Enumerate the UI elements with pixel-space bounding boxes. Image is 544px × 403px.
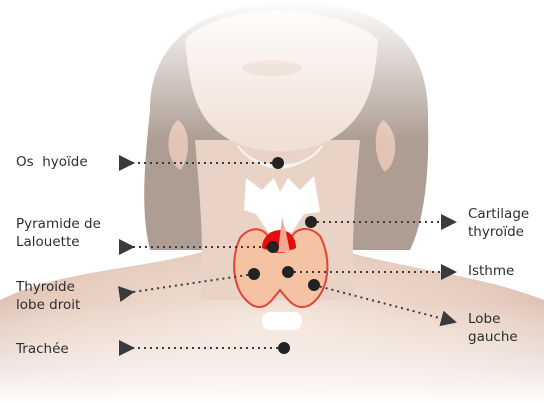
trachea <box>262 312 302 330</box>
marker-os-hyoide <box>272 157 284 169</box>
marker-isthme <box>282 266 294 278</box>
label-isthme: Isthme <box>468 262 514 280</box>
label-cartilage-thyroide: Cartilage thyroïde <box>468 205 529 241</box>
label-lobe-gauche: Lobe gauche <box>468 310 518 346</box>
marker-pyramide <box>267 241 279 253</box>
marker-thyroide-droit <box>248 268 260 280</box>
marker-lobe-gauche <box>308 279 320 291</box>
label-pyramide-lalouette: Pyramide de Lalouette <box>16 215 101 251</box>
label-trachee: Trachée <box>16 340 69 358</box>
label-os-hyoide: Os hyoïde <box>16 153 88 171</box>
marker-trachee <box>278 342 290 354</box>
label-thyroide-lobe-droit: Thyroide lobe droit <box>16 278 80 314</box>
marker-cartilage <box>305 216 317 228</box>
